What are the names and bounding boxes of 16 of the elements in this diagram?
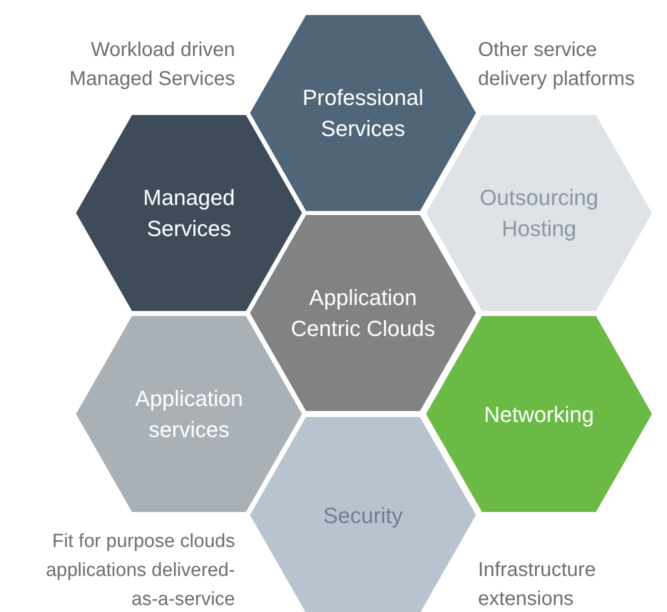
hexagon-tile (74, 113, 304, 313)
hexagon-label: Security (322, 502, 404, 530)
hexagon-tile (248, 213, 478, 413)
hexagon-label: Application Centric Clouds (290, 284, 436, 343)
annotation-text: Other service delivery platforms (478, 38, 636, 92)
hexagon-label: Networking (482, 400, 596, 429)
annotation-text: Infrastructure extensions (478, 558, 597, 612)
annotation-text: Fit for purpose clouds applications delivered-as-a-service (44, 530, 235, 612)
hexagon-label: Managed Services (142, 184, 236, 243)
hexagon-label: Professional Services (301, 84, 425, 143)
hexagon-tile (424, 113, 654, 313)
annotation-text: Workload driven Managed Services (68, 38, 235, 92)
hexagon-label: Application services (134, 385, 244, 444)
hexagon-tile (248, 415, 478, 612)
hexagon-tile (248, 13, 478, 213)
hexagon-label: Outsourcing Hosting (478, 184, 600, 243)
